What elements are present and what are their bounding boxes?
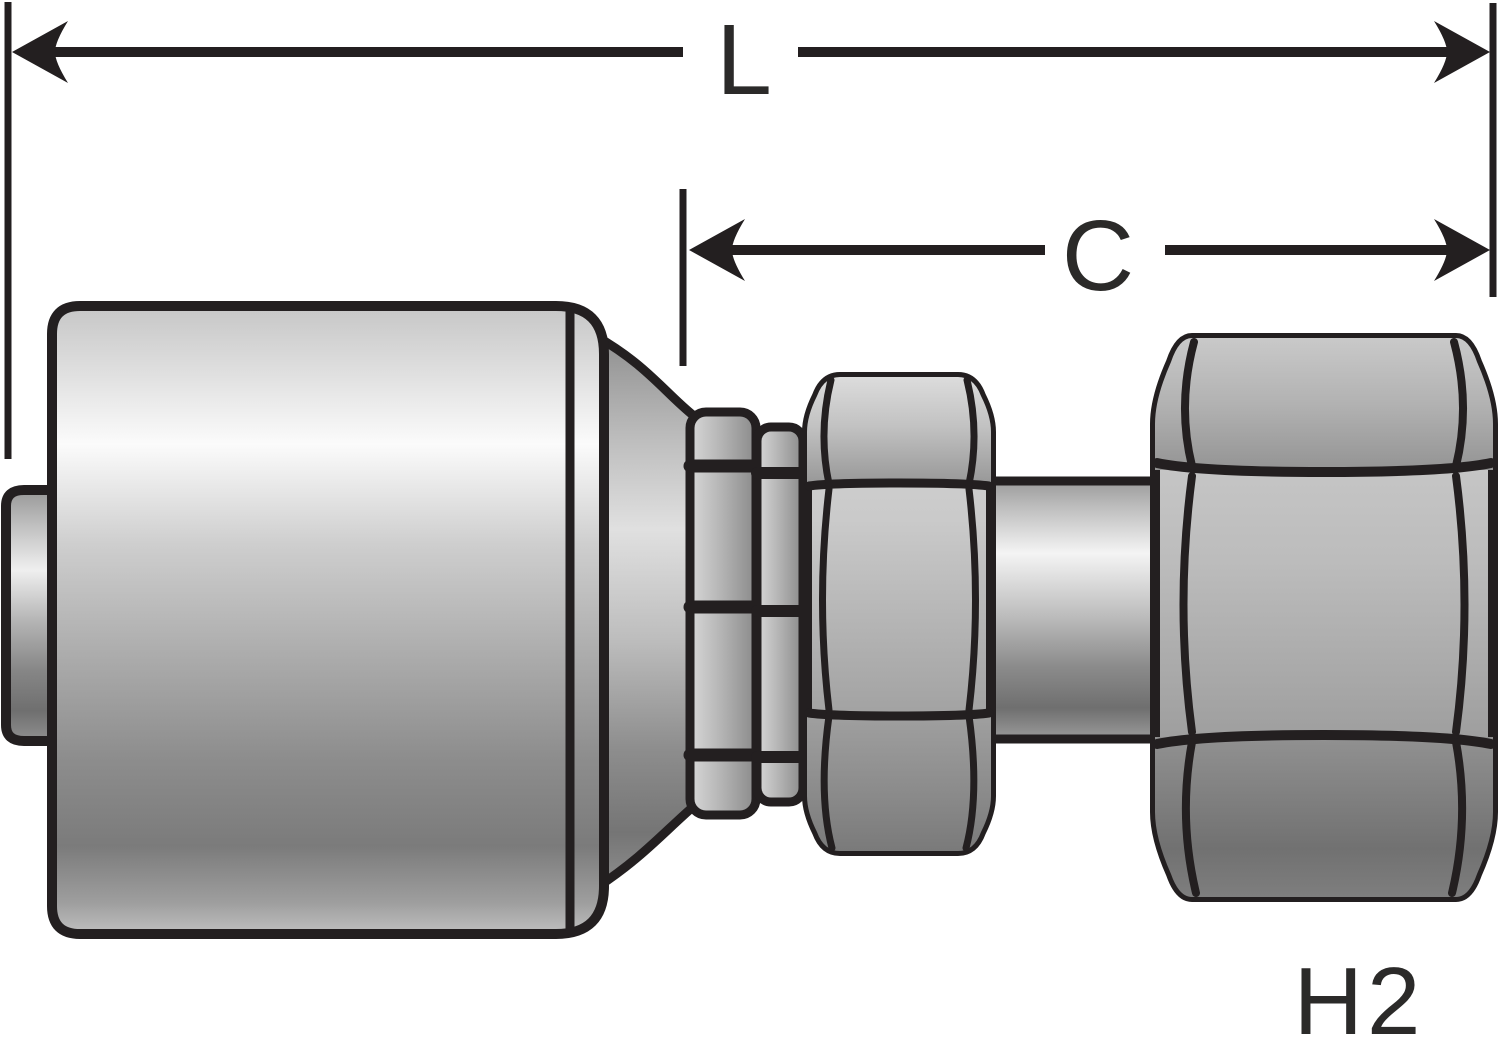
hex-nut-small [802,372,996,856]
dimension-l-label: L [716,4,772,116]
dimension-c: C [679,189,1490,366]
hex-nut-large [1150,333,1498,902]
hose-fitting [1,301,1498,939]
neck-cylinder [983,476,1161,744]
part-code-label: H2 [1294,948,1425,1055]
crimp-shell [47,301,609,939]
dimension-c-label: C [1062,200,1134,312]
dimension-l: L [4,2,1497,459]
collar-cone [591,331,699,893]
collar-ring-2 [751,422,809,807]
collar-ring-1 [683,407,763,820]
